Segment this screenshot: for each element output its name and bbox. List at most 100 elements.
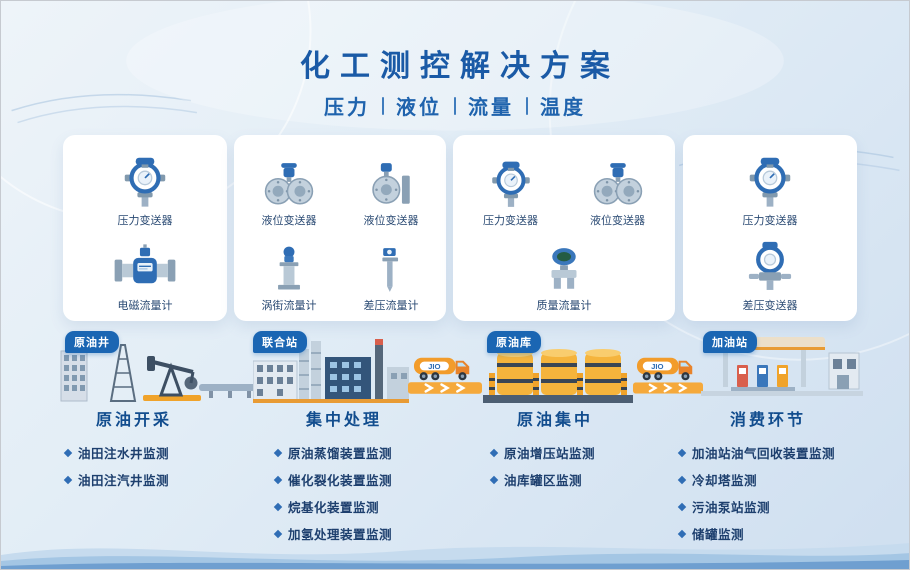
stage-badge-oil-depot: 原油库 xyxy=(487,331,541,353)
level-transmitter-double-flange-icon xyxy=(255,160,323,210)
instrument-item: 液位变送器 xyxy=(340,143,442,228)
stage-title: 集中处理 xyxy=(305,412,382,429)
instrument-card-4: 压力变送器 差压变送器 xyxy=(683,135,857,321)
tanker-truck-illustration xyxy=(413,351,477,384)
instrument-item: 液位变送器 xyxy=(564,143,671,228)
instrument-label: 压力变送器 xyxy=(117,215,173,227)
oil-well-illustration xyxy=(60,344,201,402)
diamond-bullet-icon xyxy=(273,502,283,511)
bullet-text: 冷却塔监测 xyxy=(692,474,758,488)
stage-column-processing: 集中处理 原油蒸馏装置监测 催化裂化装置监测 烷基化装置监测 加氢处理装置监测 xyxy=(269,406,419,543)
diamond-bullet-icon xyxy=(677,529,687,538)
bullet-list: 原油增压站监测 油库罐区监测 xyxy=(485,443,625,489)
stage-title: 消费环节 xyxy=(729,412,806,429)
bullet-item: 冷却塔监测 xyxy=(677,470,863,489)
bullet-item: 油田注水井监测 xyxy=(63,443,209,462)
instrument-label: 液位变送器 xyxy=(590,215,645,227)
mass-flowmeter-icon xyxy=(530,245,598,295)
bullet-item: 烷基化装置监测 xyxy=(273,497,419,516)
level-transmitter-double-flange-icon xyxy=(584,160,652,210)
page-title: 化工测控解决方案 xyxy=(300,50,620,83)
pressure-transmitter-icon xyxy=(108,156,182,210)
stage-column-consumption: 消费环节 加油站油气回收装置监测 冷却塔监测 污油泵站监测 储罐监测 xyxy=(673,406,863,543)
subtitle-divider xyxy=(454,96,456,115)
dp-transmitter-icon xyxy=(733,241,807,295)
instrument-item: 差压流量计 xyxy=(340,228,442,313)
instrument-card-2: 液位变送器 液位变送器 涡街流量计 差压流量计 xyxy=(234,135,446,321)
bottom-wave-decoration xyxy=(1,543,909,569)
vortex-flowmeter-icon xyxy=(255,245,323,295)
diamond-bullet-icon xyxy=(63,475,73,484)
bullet-item: 油库罐区监测 xyxy=(489,470,625,489)
bullet-item: 原油蒸馏装置监测 xyxy=(273,443,419,462)
diamond-bullet-icon xyxy=(273,529,283,538)
bullet-text: 催化裂化装置监测 xyxy=(288,474,393,488)
bullet-item: 原油增压站监测 xyxy=(489,443,625,462)
diamond-bullet-icon xyxy=(273,448,283,457)
stage-badge-gas-station: 加油站 xyxy=(703,331,757,353)
diamond-bullet-icon xyxy=(677,475,687,484)
instrument-item: 差压变送器 xyxy=(687,228,853,313)
diamond-bullet-icon xyxy=(63,448,73,457)
bullet-text: 油田注汽井监测 xyxy=(78,474,170,488)
bullet-text: 加氢处理装置监测 xyxy=(288,528,393,542)
bullet-text: 原油蒸馏装置监测 xyxy=(288,447,393,461)
level-transmitter-flange-icon xyxy=(357,160,425,210)
bullet-list: 油田注水井监测 油田注汽井监测 xyxy=(59,443,209,489)
instrument-card-1: 压力变送器 电磁流量计 xyxy=(63,135,227,321)
bullet-list: 原油蒸馏装置监测 催化裂化装置监测 烷基化装置监测 加氢处理装置监测 xyxy=(269,443,419,543)
subtitle-item: 温度 xyxy=(540,97,586,119)
stage-column-collection: 原油集中 原油增压站监测 油库罐区监测 xyxy=(485,406,625,489)
bullet-item: 污油泵站监测 xyxy=(677,497,863,516)
instrument-label: 压力变送器 xyxy=(742,215,798,227)
stage-badge-joint-station: 联合站 xyxy=(253,331,307,353)
diamond-bullet-icon xyxy=(677,448,687,457)
instrument-label: 差压流量计 xyxy=(363,300,419,312)
bullet-text: 油田注水井监测 xyxy=(78,447,170,461)
subtitle-item: 液位 xyxy=(396,97,442,119)
instrument-item: 电磁流量计 xyxy=(67,228,223,313)
instrument-item: 压力变送器 xyxy=(457,143,564,228)
dp-flowmeter-icon xyxy=(357,245,425,295)
subtitle-item: 压力 xyxy=(324,97,370,119)
instrument-label: 涡街流量计 xyxy=(261,300,317,312)
tank-farm-illustration xyxy=(483,349,633,403)
instrument-card-3: 压力变送器 液位变送器 质量流量计 xyxy=(453,135,675,321)
pipeline-illustration xyxy=(199,384,261,398)
instrument-label: 液位变送器 xyxy=(363,215,419,227)
subtitle-divider xyxy=(526,96,528,115)
bullet-text: 储罐监测 xyxy=(692,528,745,542)
diamond-bullet-icon xyxy=(273,475,283,484)
bullet-text: 加油站油气回收装置监测 xyxy=(692,447,836,461)
diamond-bullet-icon xyxy=(677,502,687,511)
subtitle-item: 流量 xyxy=(468,97,514,119)
instrument-label: 差压变送器 xyxy=(742,300,798,312)
instrument-label: 电磁流量计 xyxy=(117,300,173,312)
diamond-bullet-icon xyxy=(489,448,499,457)
instrument-item: 涡街流量计 xyxy=(238,228,340,313)
subtitle-divider xyxy=(382,96,384,115)
bullet-text: 油库罐区监测 xyxy=(504,474,583,488)
bullet-item: 催化裂化装置监测 xyxy=(273,470,419,489)
subtitle: 压力 液位 流量 温度 xyxy=(1,91,909,120)
instrument-label: 压力变送器 xyxy=(483,215,538,227)
bullet-item: 加氢处理装置监测 xyxy=(273,524,419,543)
stage-title: 原油开采 xyxy=(95,412,172,429)
bullet-text: 原油增压站监测 xyxy=(504,447,596,461)
refinery-illustration xyxy=(253,339,409,403)
tanker-truck-illustration xyxy=(636,351,700,384)
bullet-item: 加油站油气回收装置监测 xyxy=(677,443,863,462)
stage-title: 原油集中 xyxy=(516,412,593,429)
bullet-item: 储罐监测 xyxy=(677,524,863,543)
pressure-transmitter-icon xyxy=(477,160,545,210)
instrument-label: 质量流量计 xyxy=(536,300,592,312)
instrument-item: 压力变送器 xyxy=(67,143,223,228)
bullet-text: 污油泵站监测 xyxy=(692,501,771,515)
instrument-label: 液位变送器 xyxy=(261,215,317,227)
bullet-list: 加油站油气回收装置监测 冷却塔监测 污油泵站监测 储罐监测 xyxy=(673,443,863,543)
pressure-transmitter-icon xyxy=(733,156,807,210)
diamond-bullet-icon xyxy=(489,475,499,484)
stage-column-extraction: 原油开采 油田注水井监测 油田注汽井监测 xyxy=(59,406,209,489)
electromagnetic-flowmeter-icon xyxy=(108,241,182,295)
